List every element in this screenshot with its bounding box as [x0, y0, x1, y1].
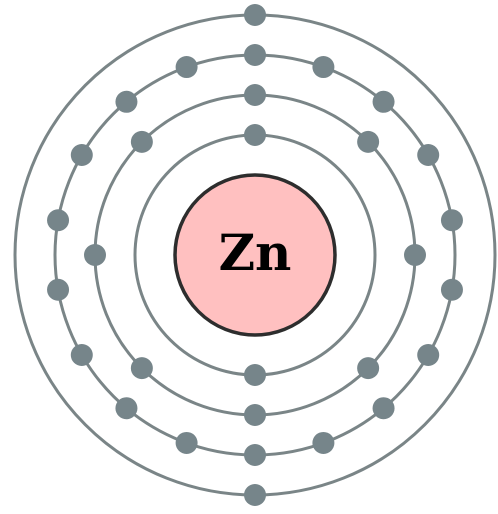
electron-shell-2-3	[404, 244, 426, 266]
electron-shell-2-1	[244, 84, 266, 106]
electron-shell-3-18	[175, 56, 198, 79]
electron-shell-2-8	[130, 130, 153, 153]
electron-shell-1-1	[244, 124, 266, 146]
electrons	[47, 4, 463, 506]
electron-shell-2-2	[357, 130, 380, 153]
electron-shell-3-10	[244, 444, 266, 466]
electron-shell-2-5	[244, 404, 266, 426]
electron-shell-3-3	[372, 90, 395, 113]
electron-shell-3-4	[417, 144, 440, 166]
electron-shell-3-11	[175, 431, 198, 454]
electron-shell-1-2	[244, 364, 266, 386]
electron-shell-3-13	[70, 344, 93, 366]
element-symbol: Zn	[219, 223, 292, 282]
electron-shell-3-17	[115, 90, 138, 113]
electron-shell-3-2	[312, 56, 335, 79]
electron-shell-3-14	[47, 278, 70, 301]
electron-shell-3-5	[440, 209, 463, 232]
electron-shell-2-6	[130, 357, 153, 380]
electron-shell-4-2	[244, 484, 266, 506]
electron-shell-3-12	[115, 397, 138, 420]
nucleus	[173, 173, 337, 337]
electron-shell-3-8	[372, 397, 395, 420]
electron-shell-3-9	[312, 431, 335, 454]
electron-shell-2-4	[357, 357, 380, 380]
electron-shell-3-16	[70, 144, 93, 166]
electron-shell-3-15	[47, 209, 70, 232]
electron-shell-2-7	[84, 244, 106, 266]
electron-shell-3-7	[417, 344, 440, 366]
electron-shell-3-6	[440, 278, 463, 301]
electron-shell-4-1	[244, 4, 266, 26]
electron-shell-3-1	[244, 44, 266, 66]
